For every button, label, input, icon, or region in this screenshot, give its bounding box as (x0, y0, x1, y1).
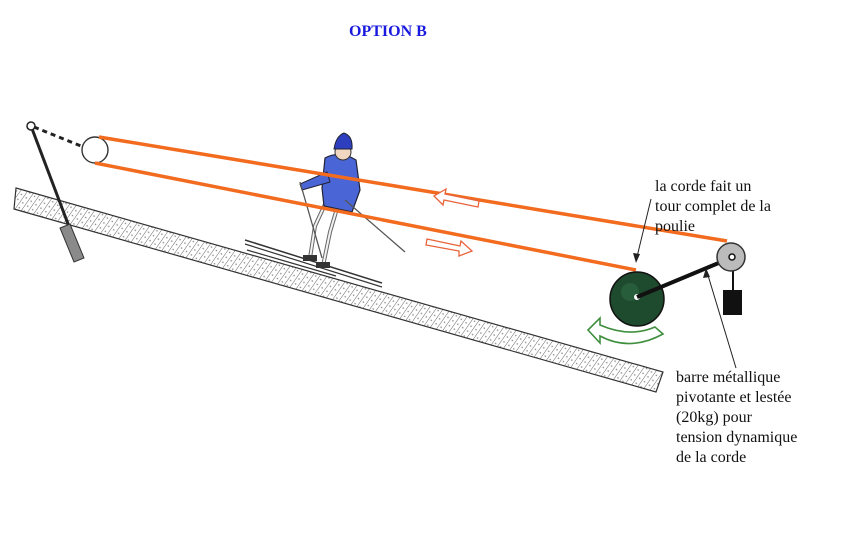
rope-upper (98, 135, 728, 243)
leader-arrowhead-bar (703, 268, 710, 278)
rope-direction-arrow-right (425, 238, 474, 257)
annotation-bar-line-5: de la corde (676, 449, 747, 466)
tension-bar (636, 255, 734, 299)
leader-line-bar (706, 271, 737, 369)
annotation-bar-line-4: tension dynamique (676, 429, 798, 446)
annotation-bar-line-2: pivotante et lestée (676, 389, 792, 406)
annotation-bar-line-3: (20kg) pour (676, 409, 752, 426)
annotation-rope-line-2: tour complet de la (655, 198, 771, 215)
annotation-tension-bar: barre métallique pivotante et lestée (20… (676, 368, 797, 468)
leader-line-rope (635, 198, 652, 262)
anchor-link-dashed (33, 125, 87, 150)
skier-figure (244, 132, 406, 288)
rotation-arrow (586, 316, 665, 346)
rope-direction-arrow-left (432, 187, 480, 208)
return-pulley (81, 136, 109, 164)
anchor-weight (59, 223, 85, 263)
tension-weight (723, 290, 742, 315)
rope-lower (94, 161, 637, 272)
diagram-title: OPTION B (349, 23, 427, 40)
anchor-pivot (26, 121, 36, 131)
annotation-bar-line-1: barre métallique (676, 369, 781, 386)
tension-pulley-hub (728, 253, 736, 261)
annotation-rope-line-1: la corde fait un (655, 178, 752, 195)
slope-ground (13, 187, 664, 393)
annotation-rope-line-3: poulie (655, 218, 695, 235)
leader-arrowhead-rope (633, 253, 640, 263)
annotation-rope-turn: la corde fait un tour complet de la poul… (655, 177, 771, 237)
